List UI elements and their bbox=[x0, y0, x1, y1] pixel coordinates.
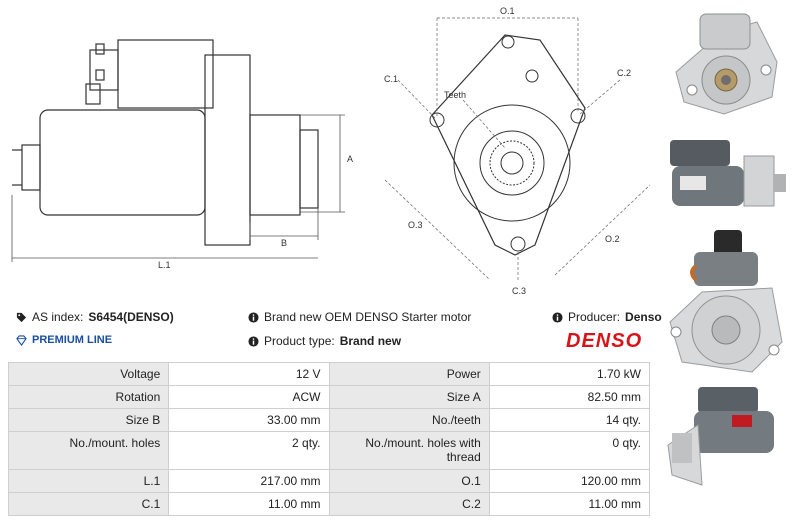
as-index-label: AS index: bbox=[32, 310, 84, 324]
side-view-drawing: A B L.1 bbox=[11, 39, 353, 270]
premium-line-label: PREMIUM LINE bbox=[32, 334, 113, 346]
spec-value: 11.00 mm bbox=[488, 492, 651, 516]
denso-logo: DENSO bbox=[566, 330, 643, 352]
spec-label: No./teeth bbox=[328, 408, 490, 432]
table-row: L.1 217.00 mm O.1 120.00 mm bbox=[7, 469, 651, 493]
spec-value: 33.00 mm bbox=[168, 408, 330, 432]
producer-label: Producer: bbox=[568, 310, 621, 324]
spec-label: No./mount. holes bbox=[7, 431, 170, 470]
diamond-icon bbox=[16, 334, 27, 346]
producer-value: Denso bbox=[625, 310, 662, 324]
dim-label-a: A bbox=[347, 154, 353, 164]
product-photo-front bbox=[675, 13, 778, 115]
product-type-row: Product type: Brand new bbox=[248, 334, 401, 348]
spec-label: O.1 bbox=[328, 469, 490, 493]
dim-label-o1: O.1 bbox=[500, 6, 515, 16]
table-row: Voltage 12 V Power 1.70 kW bbox=[7, 362, 651, 386]
spec-value: 82.50 mm bbox=[488, 385, 651, 409]
spec-value: 14 qty. bbox=[488, 408, 651, 432]
motor-body bbox=[39, 109, 206, 216]
spec-value: 1.70 kW bbox=[488, 362, 651, 386]
info-icon bbox=[552, 311, 563, 323]
product-type-value: Brand new bbox=[339, 334, 402, 348]
spec-label: Rotation bbox=[7, 385, 170, 409]
dim-label-c1: C.1 bbox=[384, 74, 398, 84]
spec-label: C.2 bbox=[328, 492, 490, 516]
pinion-teeth bbox=[489, 140, 535, 186]
product-photos bbox=[662, 0, 800, 523]
spec-label: No./mount. holes with thread bbox=[328, 431, 490, 470]
mount-hole-c2 bbox=[570, 108, 586, 124]
dim-label-teeth: Teeth bbox=[444, 90, 466, 100]
spec-value: 217.00 mm bbox=[168, 469, 330, 493]
solenoid-body bbox=[117, 39, 214, 109]
product-photo-angle bbox=[667, 387, 774, 486]
dim-label-c3: C.3 bbox=[512, 286, 526, 296]
spec-value: ACW bbox=[168, 385, 330, 409]
flange-outline bbox=[431, 34, 586, 256]
tag-icon bbox=[16, 312, 27, 322]
spec-label: Voltage bbox=[7, 362, 170, 386]
spec-label: Size B bbox=[7, 408, 170, 432]
spec-label: L.1 bbox=[7, 469, 170, 493]
dim-label-c2: C.2 bbox=[617, 68, 631, 78]
info-icon bbox=[248, 335, 259, 347]
spec-value: 11.00 mm bbox=[168, 492, 330, 516]
spec-value: 2 qty. bbox=[168, 431, 330, 470]
spec-value: 12 V bbox=[168, 362, 330, 386]
spec-label: Size A bbox=[328, 385, 490, 409]
table-row: Rotation ACW Size A 82.50 mm bbox=[7, 385, 651, 409]
info-icon bbox=[248, 311, 259, 323]
dim-label-o2: O.2 bbox=[605, 234, 620, 244]
dim-label-l1: L.1 bbox=[158, 260, 171, 270]
table-row: Size B 33.00 mm No./teeth 14 qty. bbox=[7, 408, 651, 432]
description-text: Brand new OEM DENSO Starter motor bbox=[264, 310, 472, 324]
table-row: No./mount. holes 2 qty. No./mount. holes… bbox=[7, 431, 651, 470]
producer-row: Producer: Denso bbox=[552, 310, 662, 324]
product-photo-side bbox=[670, 140, 786, 207]
mount-hole-c3 bbox=[510, 236, 526, 252]
description-row: Brand new OEM DENSO Starter motor bbox=[248, 310, 471, 324]
dim-label-b: B bbox=[281, 238, 287, 248]
specs-table: Voltage 12 V Power 1.70 kW Rotation ACW … bbox=[7, 362, 651, 516]
spec-value: 120.00 mm bbox=[488, 469, 651, 493]
pinion bbox=[299, 129, 319, 209]
as-index-row: AS index: S6454(DENSO) bbox=[16, 310, 174, 324]
product-type-label: Product type: bbox=[264, 334, 335, 348]
dim-label-o3: O.3 bbox=[408, 220, 423, 230]
front-view-drawing: O.1 O.2 O.3 C.1 C.2 C.3 Teeth bbox=[384, 6, 651, 296]
table-row: C.1 11.00 mm C.2 11.00 mm bbox=[7, 492, 651, 516]
premium-line-row: PREMIUM LINE bbox=[16, 334, 112, 346]
spec-label: Power bbox=[328, 362, 490, 386]
spec-value: 0 qty. bbox=[488, 431, 651, 470]
spec-label: C.1 bbox=[7, 492, 170, 516]
technical-drawings: A B L.1 bbox=[0, 0, 660, 300]
product-photo-rear bbox=[669, 230, 783, 373]
as-index-value: S6454(DENSO) bbox=[88, 310, 174, 324]
